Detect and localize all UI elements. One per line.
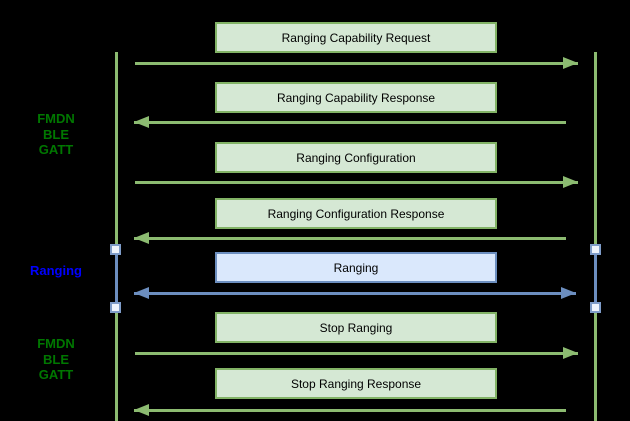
- activation-marker-left-bottom: [110, 302, 121, 313]
- lifeline-left-ranging-segment: [115, 246, 118, 312]
- phase-label-fmdn-ble-gatt-bottom: FMDN BLE GATT: [10, 336, 102, 383]
- message-label: Stop Ranging: [319, 320, 393, 335]
- activation-marker-right-top: [590, 244, 601, 255]
- arrowhead-left-icon: [134, 115, 149, 128]
- message-box-ranging-capability-request: Ranging Capability Request: [215, 22, 497, 53]
- message-label: Ranging Configuration: [296, 150, 416, 165]
- arrow-line: [134, 120, 566, 124]
- message-box-ranging-capability-response: Ranging Capability Response: [215, 82, 497, 113]
- phase-label-line: BLE: [43, 351, 69, 367]
- message-label: Ranging Capability Request: [281, 30, 431, 45]
- message-label: Ranging: [333, 260, 379, 275]
- arrow-line: [134, 291, 576, 295]
- arrow-line: [135, 180, 578, 184]
- phase-label-fmdn-ble-gatt-top: FMDN BLE GATT: [10, 111, 102, 158]
- message-arrow-stop-ranging: [135, 346, 578, 360]
- phase-label-line: GATT: [38, 367, 74, 382]
- arrowhead-left-icon: [134, 286, 149, 299]
- phase-label-line: BLE: [43, 126, 69, 142]
- arrowhead-right-icon: [563, 346, 578, 359]
- message-box-stop-ranging-response: Stop Ranging Response: [215, 368, 497, 399]
- activation-marker-left-top: [110, 244, 121, 255]
- lifeline-right: [594, 52, 597, 421]
- phase-label-ranging: Ranging: [10, 263, 102, 279]
- message-arrow-ranging-capability-response: [134, 115, 566, 129]
- message-label: Ranging Capability Response: [276, 90, 436, 105]
- arrowhead-right-icon: [561, 286, 576, 299]
- message-box-stop-ranging: Stop Ranging: [215, 312, 497, 343]
- message-box-ranging-configuration-response: Ranging Configuration Response: [215, 198, 497, 229]
- arrow-line: [134, 408, 566, 412]
- phase-label-line: GATT: [38, 142, 74, 157]
- arrow-line: [134, 236, 566, 240]
- arrowhead-left-icon: [134, 403, 149, 416]
- message-box-ranging-configuration: Ranging Configuration: [215, 142, 497, 173]
- lifeline-left: [115, 52, 118, 421]
- message-label: Ranging Configuration Response: [267, 206, 445, 221]
- message-label: Stop Ranging Response: [290, 376, 422, 391]
- lifeline-right-ranging-segment: [594, 246, 597, 312]
- arrow-line: [135, 61, 578, 65]
- message-arrow-ranging-configuration: [135, 175, 578, 189]
- arrowhead-left-icon: [134, 231, 149, 244]
- message-arrow-ranging-configuration-response: [134, 231, 566, 245]
- phase-label-line: FMDN: [37, 111, 75, 126]
- arrowhead-right-icon: [563, 56, 578, 69]
- arrowhead-right-icon: [563, 175, 578, 188]
- phase-label-line: Ranging: [30, 263, 82, 278]
- arrow-line: [135, 351, 578, 355]
- message-box-ranging: Ranging: [215, 252, 497, 283]
- phase-label-line: FMDN: [37, 336, 75, 351]
- message-arrow-stop-ranging-response: [134, 403, 566, 417]
- activation-marker-right-bottom: [590, 302, 601, 313]
- message-arrow-ranging-bidirectional: [134, 286, 576, 300]
- message-arrow-ranging-capability-request: [135, 56, 578, 70]
